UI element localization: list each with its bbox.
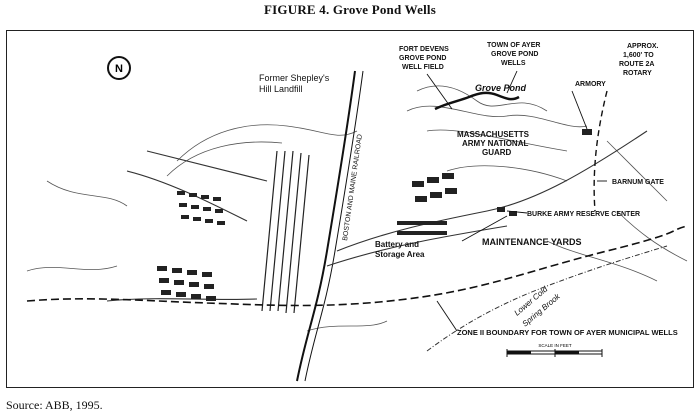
label-barnum-gate: BARNUM GATE <box>612 179 664 186</box>
label-route-1: APPROX. <box>627 43 659 50</box>
spring-brook-line <box>426 245 668 352</box>
label-armory: ARMORY <box>575 81 606 88</box>
label-zone-boundary: ZONE II BOUNDARY FOR TOWN OF AYER MUNICI… <box>457 328 678 337</box>
figure-source: Source: ABB, 1995. <box>6 398 103 412</box>
label-fort-devens-2: GROVE POND <box>399 55 446 62</box>
label-town-wells-1: TOWN OF AYER <box>487 42 540 49</box>
label-grove-pond: Grove Pond <box>475 83 527 93</box>
label-maintenance-yards: MAINTENANCE YARDS <box>482 237 582 247</box>
label-landfill-2: Hill Landfill <box>259 84 303 94</box>
label-guard-2: ARMY NATIONAL <box>462 139 528 148</box>
label-route-2: 1,600' TO <box>623 52 654 59</box>
label-town-wells-3: WELLS <box>501 60 526 67</box>
zone-ii-boundary-east <box>593 90 608 212</box>
railroad-line <box>296 70 364 382</box>
label-landfill-1: Former Shepley's <box>259 73 330 83</box>
zone-ii-boundary <box>26 225 688 307</box>
buildings-right <box>397 129 592 235</box>
rail-yard <box>261 150 310 314</box>
label-town-wells-2: GROVE POND <box>491 51 538 58</box>
buildings-left <box>157 191 225 301</box>
label-fort-devens-1: FORT DEVENS <box>399 46 449 53</box>
label-burke-center: BURKE ARMY RESERVE CENTER <box>527 211 640 218</box>
grove-pond-shore <box>434 91 520 111</box>
label-battery-1: Battery and <box>375 240 419 249</box>
scale-title: SCALE IN FEET <box>538 343 572 348</box>
label-guard-3: GUARD <box>482 148 512 157</box>
map-frame: N Former Shepley's Hill Landfill BOSTON … <box>6 30 694 388</box>
north-symbol: N <box>115 63 123 75</box>
north-arrow-icon <box>107 56 131 80</box>
label-fort-devens-3: WELL FIELD <box>402 64 444 71</box>
label-route-3: ROUTE 2A <box>619 61 654 68</box>
scale-bar <box>506 349 603 357</box>
label-guard-1: MASSACHUSETTS <box>457 130 530 139</box>
label-route-4: ROTARY <box>623 70 652 77</box>
leader-lines <box>426 70 607 332</box>
label-battery-2: Storage Area <box>375 250 425 259</box>
figure-title: FIGURE 4. Grove Pond Wells <box>264 2 436 17</box>
contour-lines <box>26 85 688 332</box>
map-canvas: N Former Shepley's Hill Landfill BOSTON … <box>26 42 688 382</box>
